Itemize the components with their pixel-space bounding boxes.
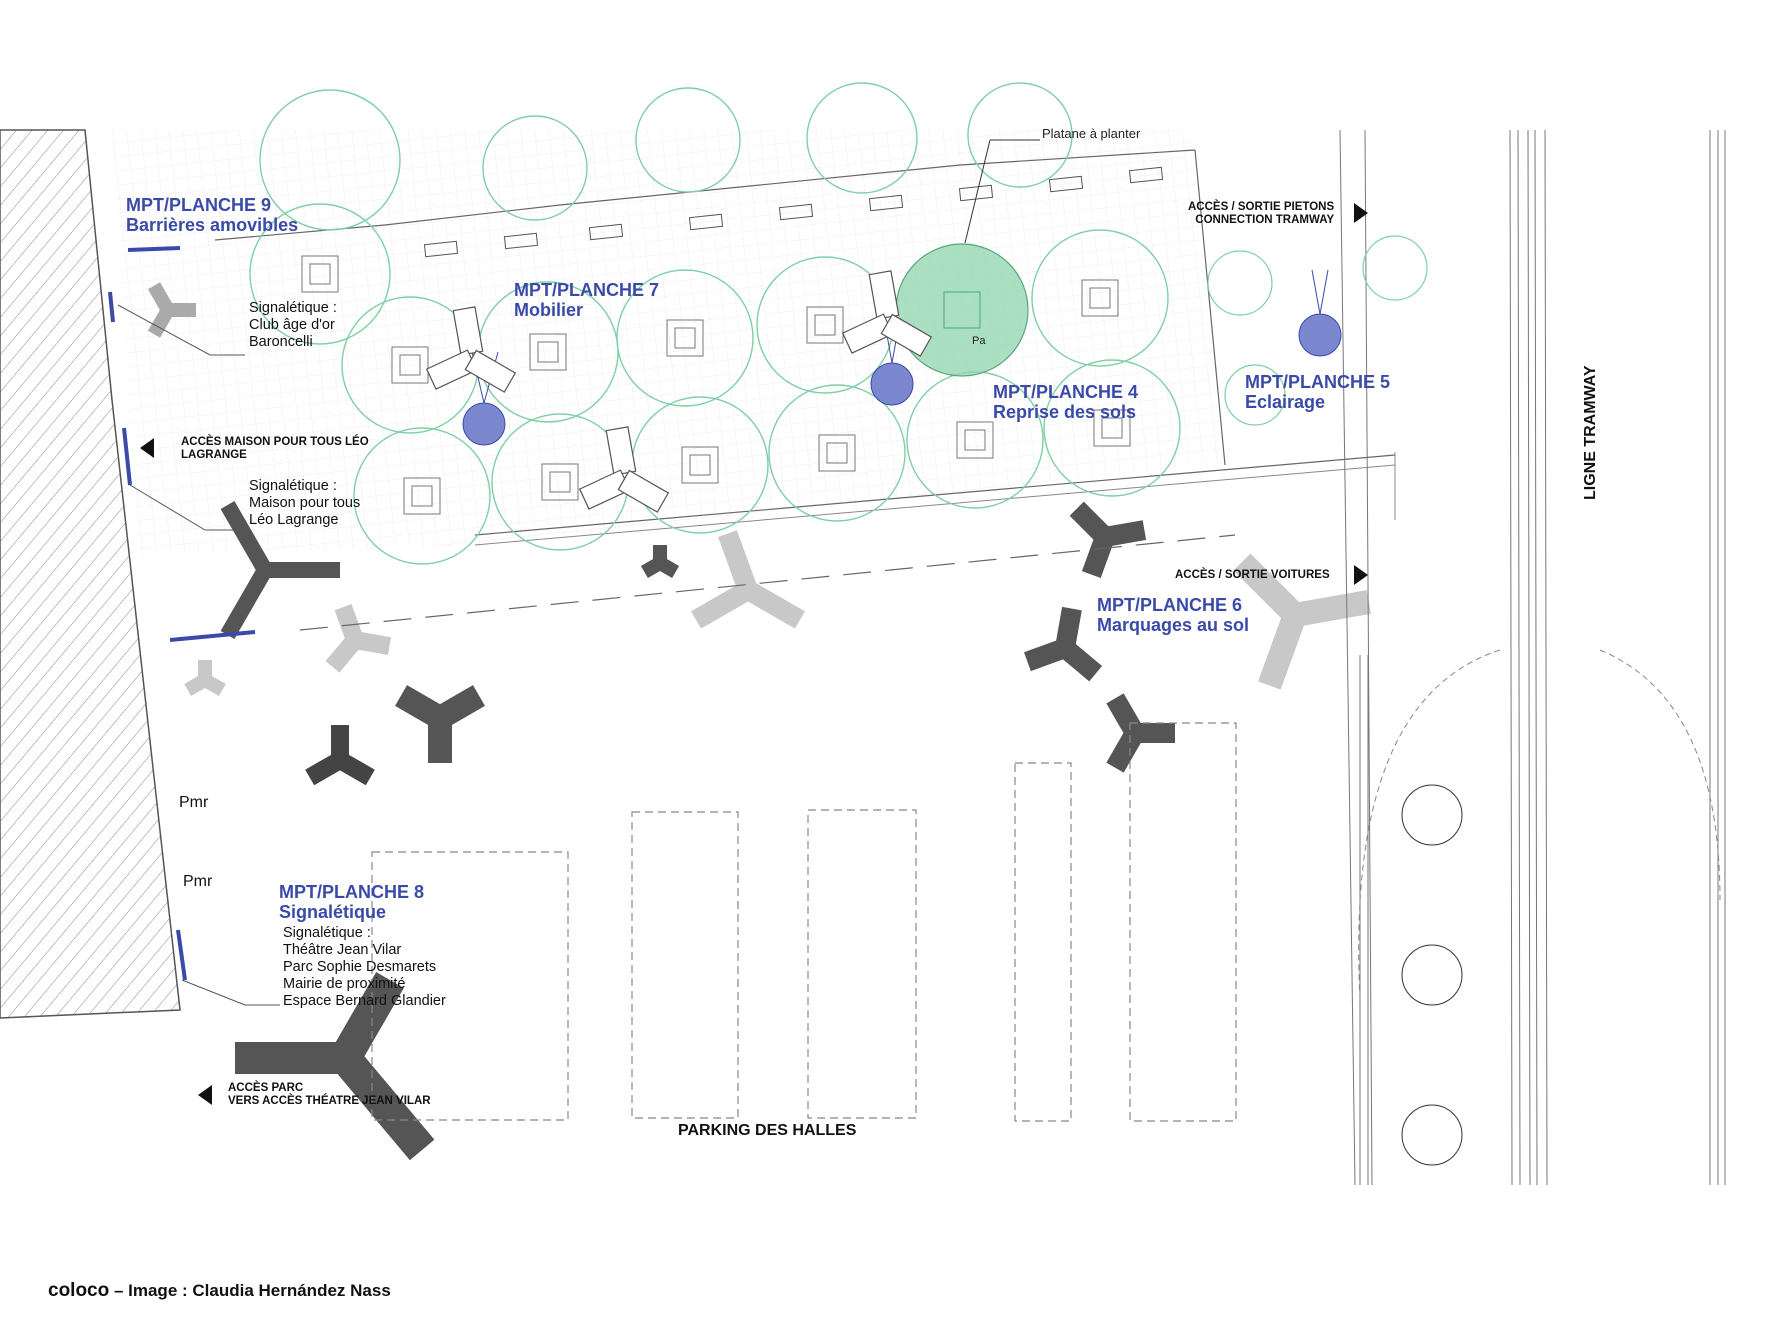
building-hatch — [0, 129, 181, 1019]
signage-theatre-line: Espace Bernard Glandier — [283, 993, 446, 1009]
planche-7-subtitle: Mobilier — [514, 300, 584, 320]
access-maison-line: ACCÈS MAISON POUR TOUS LÉO — [181, 436, 369, 448]
planche-4-title: MPT/PLANCHE 4 — [993, 382, 1139, 402]
planche-6: MPT/PLANCHE 6 Marquages au sol — [1097, 595, 1249, 635]
pa-label: Pa — [972, 335, 986, 347]
access-pietons-line: CONNECTION TRAMWAY — [1195, 214, 1335, 226]
planche-5-subtitle: Eclairage — [1245, 392, 1326, 412]
access-voitures: ACCÈS / SORTIE VOITURES — [1175, 569, 1330, 581]
barriers — [108, 246, 256, 981]
plaza-paving — [110, 130, 1222, 555]
planche-4: MPT/PLANCHE 4 Reprise des sols — [993, 382, 1138, 422]
image-credit: coloco – Image : Claudia Hernández Nass — [48, 1280, 391, 1302]
furniture-clusters — [425, 270, 933, 513]
street-trees — [1401, 784, 1463, 1166]
plaza-north-edge — [214, 149, 1196, 241]
tram-curve — [1358, 649, 1501, 1001]
planche-4-subtitle: Reprise des sols — [993, 402, 1137, 422]
access-pietons-line: ACCÈS / SORTIE PIETONS — [1188, 201, 1335, 213]
signage-theatre-line: Signalétique : — [283, 925, 371, 941]
planche-6-subtitle: Marquages au sol — [1097, 615, 1250, 635]
access-arrows — [140, 203, 1368, 1105]
access-maison-line: LAGRANGE — [181, 449, 247, 461]
credit-text: – Image : Claudia Hernández Nass — [109, 1281, 391, 1300]
planche-8-title: MPT/PLANCHE 8 — [279, 882, 425, 902]
signage-club-line: Club âge d'or — [249, 317, 335, 333]
platane-leader — [964, 139, 991, 244]
platane-label: Platane à planter — [1042, 126, 1141, 141]
access-pietons: ACCÈS / SORTIE PIETONS CONNECTION TRAMWA… — [1188, 201, 1334, 227]
north-benches — [423, 166, 1164, 258]
planche-5-title: MPT/PLANCHE 5 — [1245, 372, 1391, 392]
new-plane-tree — [895, 243, 1029, 377]
lighting-circles — [462, 313, 1342, 446]
signage-club-line: Signalétique : — [249, 300, 337, 316]
planche-6-title: MPT/PLANCHE 6 — [1097, 595, 1243, 615]
signage-theatre: Signalétique : Théâtre Jean Vilar Parc S… — [283, 925, 446, 1010]
signage-theatre-line: Théâtre Jean Vilar — [283, 942, 402, 958]
road-centerline — [299, 534, 1236, 631]
planche-5: MPT/PLANCHE 5 Eclairage — [1245, 372, 1390, 412]
tramway-label: LIGNE TRAMWAY — [1582, 365, 1599, 500]
leader-lines — [117, 304, 280, 1006]
signage-maison-line: Léo Lagrange — [249, 512, 339, 528]
planche-7: MPT/PLANCHE 7 Mobilier — [514, 280, 659, 320]
parking-bays — [371, 722, 1237, 1122]
signage-club-line: Baroncelli — [249, 334, 313, 350]
credit-brand: coloco — [48, 1280, 110, 1301]
green-trees — [1207, 235, 1428, 426]
access-parc-line: VERS ACCÈS THÉATRE JEAN VILAR — [228, 1095, 431, 1107]
planche-9: MPT/PLANCHE 9 Barrières amovibles — [126, 195, 298, 235]
ground-markings — [147, 282, 1371, 1161]
access-parc: ACCÈS PARC VERS ACCÈS THÉATRE JEAN VILAR — [228, 1082, 431, 1108]
planche-8-subtitle: Signalétique — [279, 902, 387, 922]
planche-9-subtitle: Barrières amovibles — [126, 215, 299, 235]
signage-theatre-line: Parc Sophie Desmarets — [283, 959, 437, 975]
tramway-lines — [1339, 129, 1726, 1186]
signage-club: Signalétique : Club âge d'or Baroncelli — [249, 300, 337, 351]
tree-pits — [301, 255, 1131, 515]
pmr-label-1: Pmr — [179, 794, 209, 811]
planche-8: MPT/PLANCHE 8 Signalétique — [279, 882, 424, 922]
parking-label: PARKING DES HALLES — [678, 1122, 857, 1139]
signage-maison-line: Signalétique : — [249, 478, 337, 494]
access-maison: ACCÈS MAISON POUR TOUS LÉO LAGRANGE — [181, 436, 369, 462]
signage-maison: Signalétique : Maison pour tous Léo Lagr… — [249, 478, 360, 529]
planche-7-title: MPT/PLANCHE 7 — [514, 280, 660, 300]
planche-9-title: MPT/PLANCHE 9 — [126, 195, 272, 215]
signage-theatre-line: Mairie de proximité — [283, 976, 406, 992]
access-parc-line: ACCÈS PARC — [228, 1082, 304, 1094]
pmr-label-2: Pmr — [183, 873, 213, 890]
signage-maison-line: Maison pour tous — [249, 495, 361, 511]
